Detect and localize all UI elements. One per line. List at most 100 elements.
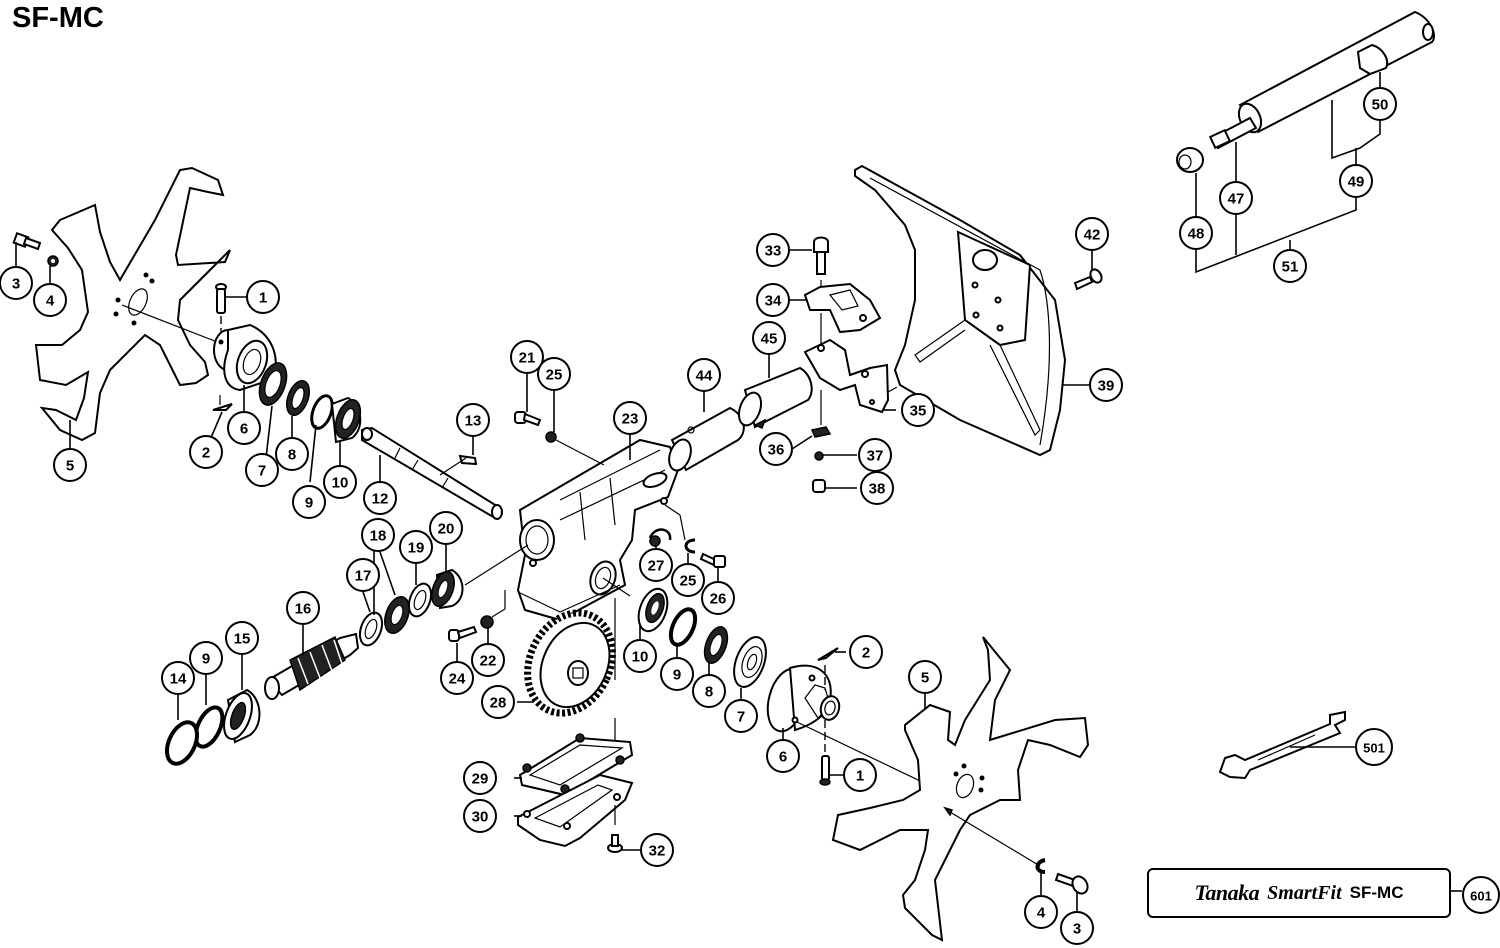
bearing-left-10-drawing xyxy=(330,396,362,444)
callout-number: 7 xyxy=(737,709,745,726)
clamp-34-drawing xyxy=(803,282,882,334)
callout-circle xyxy=(687,358,721,392)
callout-number: 15 xyxy=(234,631,251,648)
callout-4: 4 xyxy=(1024,895,1058,929)
snapring-worm-drawing xyxy=(193,705,225,749)
callout-number: 10 xyxy=(332,475,349,492)
clamp-27-drawing xyxy=(648,528,672,547)
callout-number: 50 xyxy=(1372,97,1389,114)
cap-14-drawing xyxy=(164,720,200,766)
callout-circle xyxy=(1363,87,1397,121)
callout-45: 45 xyxy=(752,321,786,355)
label-model: SF-MC xyxy=(1349,883,1404,902)
callout-50: 50 xyxy=(1363,87,1397,121)
callout-501: 501 xyxy=(1355,728,1393,766)
callout-number: 601 xyxy=(1470,889,1492,904)
callout-number: 45 xyxy=(761,331,778,348)
callout-23: 23 xyxy=(613,401,647,435)
callout-number: 30 xyxy=(472,809,489,826)
callout-number: 51 xyxy=(1282,259,1299,276)
callout-circle xyxy=(766,739,800,773)
washer-right-drawing xyxy=(1035,858,1046,874)
sleeve-drawing xyxy=(737,366,813,429)
callout-47: 47 xyxy=(1219,181,1253,215)
callout-28: 28 xyxy=(481,685,515,719)
callout-number: 501 xyxy=(1363,741,1385,756)
callout-circle xyxy=(901,393,935,427)
nut-38-drawing xyxy=(812,479,826,493)
callout-25: 25 xyxy=(537,357,571,391)
bolt-21-drawing xyxy=(514,411,542,427)
callout-10: 10 xyxy=(623,639,657,673)
callout-number: 23 xyxy=(622,411,639,428)
callout-circle xyxy=(692,674,726,708)
callout-number: 17 xyxy=(355,568,372,585)
callout-601: 601 xyxy=(1462,876,1500,914)
callout-38: 38 xyxy=(860,471,894,505)
callout-circle xyxy=(639,548,673,582)
bearing-20-drawing xyxy=(431,568,464,610)
callout-circle xyxy=(481,685,515,719)
callout-32: 32 xyxy=(640,833,674,867)
worm-gear-drawing xyxy=(524,609,616,717)
leader-lines xyxy=(15,242,1462,912)
bolt-right-drawing xyxy=(1054,872,1089,895)
callout-number: 21 xyxy=(519,350,536,367)
callout-number: 22 xyxy=(480,653,497,670)
callout-circle xyxy=(759,432,793,466)
callout-number: 29 xyxy=(472,771,489,788)
callout-number: 2 xyxy=(862,645,870,662)
callout-number: 9 xyxy=(202,651,210,668)
callout-6: 6 xyxy=(227,411,261,445)
callout-37: 37 xyxy=(858,438,892,472)
callout-number: 44 xyxy=(696,368,713,385)
seal-right-drawing xyxy=(733,636,767,688)
tine-left-drawing xyxy=(34,166,231,442)
callout-circle xyxy=(858,438,892,472)
callout-12: 12 xyxy=(363,481,397,515)
callout-7: 7 xyxy=(724,699,758,733)
callout-10: 10 xyxy=(323,465,357,499)
seal-left-drawing xyxy=(258,362,288,406)
callout-number: 39 xyxy=(1098,378,1115,395)
callout-number: 5 xyxy=(66,458,74,475)
callout-circle xyxy=(189,435,223,469)
callout-18: 18 xyxy=(361,518,395,552)
callout-circle xyxy=(292,485,326,519)
diagram-title: SF-MC xyxy=(12,2,104,34)
callout-30: 30 xyxy=(463,799,497,833)
bracket-35-drawing xyxy=(803,338,890,414)
callout-circle xyxy=(1273,249,1307,283)
bearing-right-8-drawing xyxy=(703,626,729,664)
callout-number: 37 xyxy=(867,448,884,465)
callout-27: 27 xyxy=(639,548,673,582)
nut-36-drawing xyxy=(810,426,832,438)
callout-16: 16 xyxy=(286,591,320,625)
callout-circle xyxy=(245,453,279,487)
callout-number: 6 xyxy=(240,421,248,438)
callout-1: 1 xyxy=(246,280,280,314)
callout-circle xyxy=(849,635,883,669)
callout-circle xyxy=(246,280,280,314)
callout-number: 26 xyxy=(710,591,727,608)
bolt-left-drawing xyxy=(12,231,42,251)
callout-19: 19 xyxy=(399,530,433,564)
callout-circle xyxy=(756,283,790,317)
callout-circle xyxy=(471,643,505,677)
callout-circle xyxy=(227,411,261,445)
callout-circle xyxy=(363,481,397,515)
clip-right-drawing xyxy=(817,647,839,661)
callout-29: 29 xyxy=(463,761,497,795)
callout-2: 2 xyxy=(189,435,223,469)
callout-14: 14 xyxy=(161,661,195,695)
hub-left-drawing xyxy=(213,323,277,392)
callout-circle xyxy=(33,283,67,317)
bearing-left-8-drawing xyxy=(286,379,310,417)
callout-36: 36 xyxy=(759,432,793,466)
gearcase-drawing xyxy=(516,438,680,622)
callout-9: 9 xyxy=(660,657,694,691)
callout-number: 7 xyxy=(258,463,266,480)
hub-right-drawing xyxy=(766,664,841,733)
callout-circle xyxy=(399,530,433,564)
